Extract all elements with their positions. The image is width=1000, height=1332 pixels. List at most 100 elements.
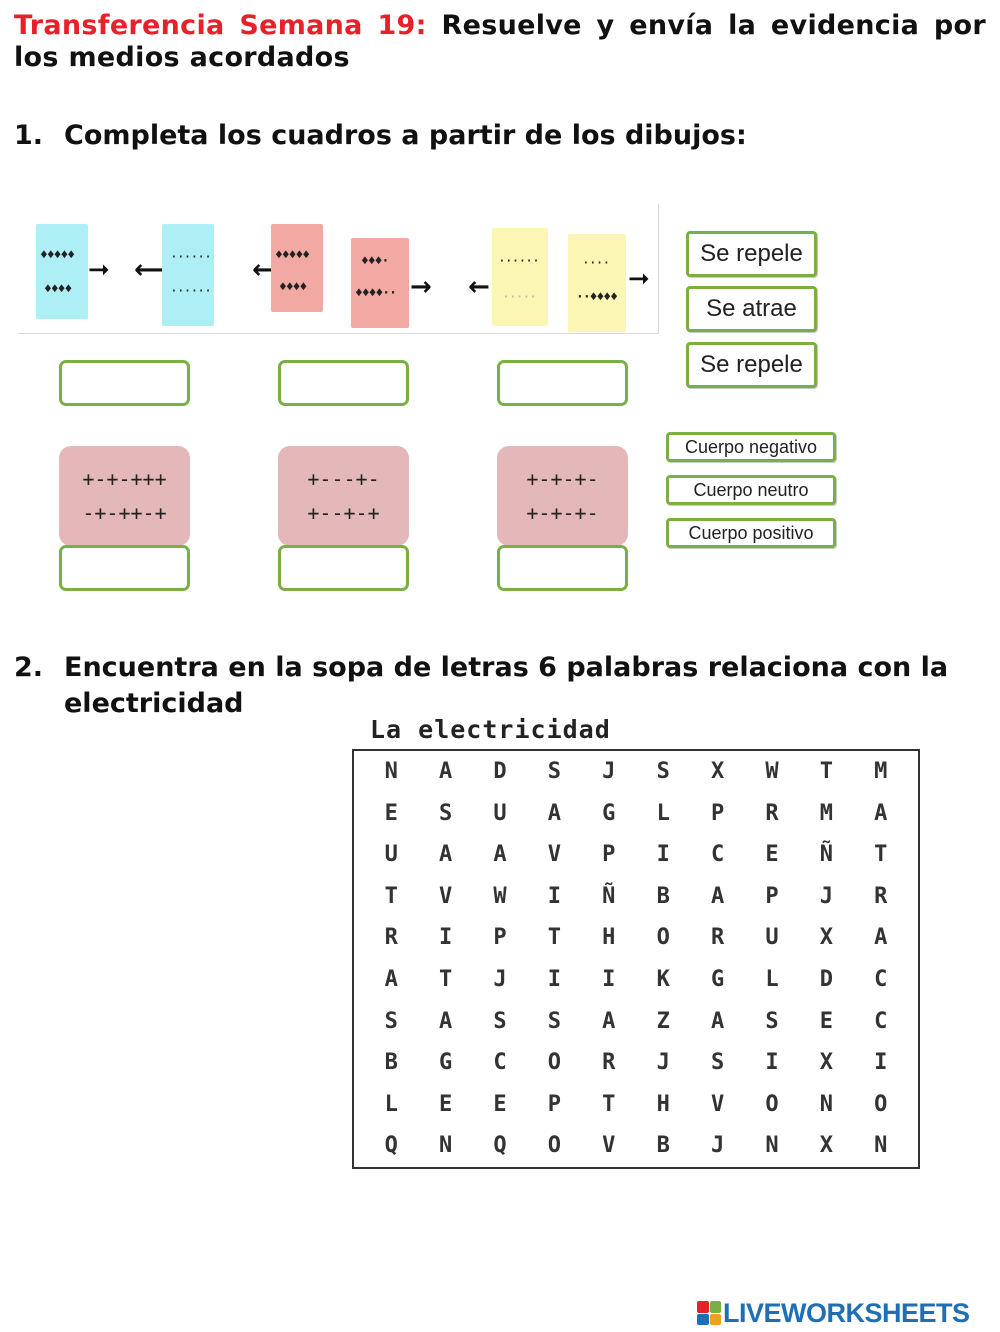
word-search-letter[interactable]: H — [656, 1091, 670, 1117]
word-search-letter[interactable]: S — [547, 1008, 562, 1034]
answer-box-interaction-2[interactable] — [278, 360, 409, 406]
word-search-letter[interactable]: O — [656, 925, 670, 951]
word-search-letter[interactable]: M — [874, 759, 888, 784]
word-search-letter[interactable]: V — [438, 883, 453, 909]
word-search-letter[interactable]: P — [602, 842, 616, 868]
answer-box-body-2[interactable] — [278, 545, 409, 591]
word-search-letter[interactable]: Ñ — [602, 883, 616, 909]
option-cuerpo-neutro[interactable]: Cuerpo neutro — [666, 475, 836, 505]
word-search-letter[interactable]: C — [493, 1050, 507, 1076]
option-cuerpo-positivo[interactable]: Cuerpo positivo — [666, 518, 836, 548]
word-search-letter[interactable]: I — [547, 883, 562, 909]
word-search-letter[interactable]: A — [602, 1008, 616, 1034]
word-search-letter[interactable]: J — [819, 883, 834, 909]
word-search-letter[interactable]: Q — [493, 1133, 507, 1159]
word-search-letter[interactable]: A — [710, 1008, 725, 1034]
word-search-letter[interactable]: A — [547, 800, 562, 826]
option-cuerpo-negativo[interactable]: Cuerpo negativo — [666, 432, 836, 462]
word-search-letter[interactable]: X — [819, 1050, 834, 1076]
word-search-letter[interactable]: S — [384, 1008, 398, 1034]
answer-box-interaction-3[interactable] — [497, 360, 628, 406]
word-search-letter[interactable]: P — [765, 883, 779, 909]
option-se-repele-1[interactable]: Se repele — [686, 231, 817, 277]
word-search-letter[interactable]: M — [819, 800, 834, 826]
word-search-letter[interactable]: A — [438, 759, 453, 784]
word-search-letter[interactable]: A — [438, 842, 453, 868]
word-search-letter[interactable]: N — [438, 1133, 453, 1159]
word-search-letter[interactable]: T — [874, 842, 888, 868]
word-search-letter[interactable]: V — [710, 1091, 725, 1117]
word-search-letter[interactable]: L — [656, 800, 670, 826]
word-search-letter[interactable]: X — [710, 759, 725, 784]
option-se-repele-2[interactable]: Se repele — [686, 342, 817, 388]
word-search-letter[interactable]: H — [602, 925, 616, 951]
word-search-letter[interactable]: E — [438, 1091, 453, 1117]
word-search-letter[interactable]: R — [874, 883, 888, 909]
word-search-letter[interactable]: A — [438, 1008, 453, 1034]
option-se-atrae[interactable]: Se atrae — [686, 286, 817, 332]
word-search-letter[interactable]: S — [765, 1008, 779, 1034]
word-search-letter[interactable]: O — [547, 1133, 562, 1159]
word-search-letter[interactable]: A — [710, 883, 725, 909]
word-search-letter[interactable]: P — [710, 800, 725, 826]
word-search-letter[interactable]: X — [819, 925, 834, 951]
word-search-letter[interactable]: R — [384, 925, 398, 951]
word-search-letter[interactable]: O — [874, 1091, 888, 1117]
word-search-letter[interactable]: S — [710, 1050, 725, 1076]
word-search-letter[interactable]: J — [656, 1050, 670, 1076]
answer-box-body-1[interactable] — [59, 545, 190, 591]
word-search-letter[interactable]: S — [493, 1008, 507, 1034]
word-search-letter[interactable]: P — [547, 1091, 562, 1117]
word-search-letter[interactable]: V — [547, 842, 562, 868]
word-search-letter[interactable]: L — [765, 966, 779, 992]
word-search-letter[interactable]: Ñ — [819, 842, 834, 868]
word-search-letter[interactable]: L — [384, 1091, 398, 1117]
word-search-letter[interactable]: A — [874, 925, 888, 951]
word-search-letter[interactable]: N — [765, 1133, 779, 1159]
word-search-letter[interactable]: D — [819, 966, 834, 992]
word-search-letter[interactable]: A — [384, 966, 398, 992]
word-search-letter[interactable]: B — [656, 883, 670, 909]
word-search-letter[interactable]: Q — [384, 1133, 398, 1159]
word-search-letter[interactable]: C — [874, 966, 888, 992]
word-search-letter[interactable]: E — [819, 1008, 834, 1034]
word-search-letter[interactable]: T — [819, 759, 834, 784]
word-search-letter[interactable]: X — [819, 1133, 834, 1159]
answer-box-body-3[interactable] — [497, 545, 628, 591]
word-search-letter[interactable]: C — [874, 1008, 888, 1034]
word-search-letter[interactable]: E — [384, 800, 398, 826]
word-search-letter[interactable]: R — [765, 800, 779, 826]
word-search-letter[interactable]: T — [384, 883, 398, 909]
word-search-letter[interactable]: J — [493, 966, 507, 992]
word-search-letter[interactable]: P — [493, 925, 507, 951]
answer-box-interaction-1[interactable] — [59, 360, 190, 406]
word-search-letter[interactable]: S — [656, 759, 670, 784]
word-search-letter[interactable]: T — [438, 966, 453, 992]
word-search-letter[interactable]: D — [493, 759, 507, 784]
word-search-letter[interactable]: N — [384, 759, 398, 784]
word-search-letter[interactable]: N — [874, 1133, 888, 1159]
word-search-letter[interactable]: I — [602, 966, 616, 992]
word-search-letter[interactable]: W — [493, 883, 507, 909]
word-search-letter[interactable]: I — [765, 1050, 779, 1076]
word-search-letter[interactable]: A — [493, 842, 507, 868]
word-search-letter[interactable]: S — [547, 759, 562, 784]
word-search-letter[interactable]: I — [547, 966, 562, 992]
word-search-letter[interactable]: J — [710, 1133, 725, 1159]
word-search-letter[interactable]: I — [656, 842, 670, 868]
word-search-letter[interactable]: S — [438, 800, 453, 826]
word-search-letter[interactable]: B — [384, 1050, 398, 1076]
word-search-letter[interactable]: O — [547, 1050, 562, 1076]
word-search-letter[interactable]: G — [602, 800, 616, 826]
word-search-letter[interactable]: Z — [656, 1008, 670, 1034]
word-search-letter[interactable]: U — [765, 925, 779, 951]
word-search-letter[interactable]: E — [765, 842, 779, 868]
word-search-letter[interactable]: V — [602, 1133, 616, 1159]
word-search-letter[interactable]: N — [819, 1091, 834, 1117]
word-search-letter[interactable]: G — [438, 1050, 453, 1076]
word-search-letter[interactable]: T — [602, 1091, 616, 1117]
word-search-letter[interactable]: G — [710, 966, 725, 992]
word-search-letter[interactable]: O — [765, 1091, 779, 1117]
word-search-letter[interactable]: R — [710, 925, 725, 951]
word-search-letter[interactable]: T — [547, 925, 562, 951]
